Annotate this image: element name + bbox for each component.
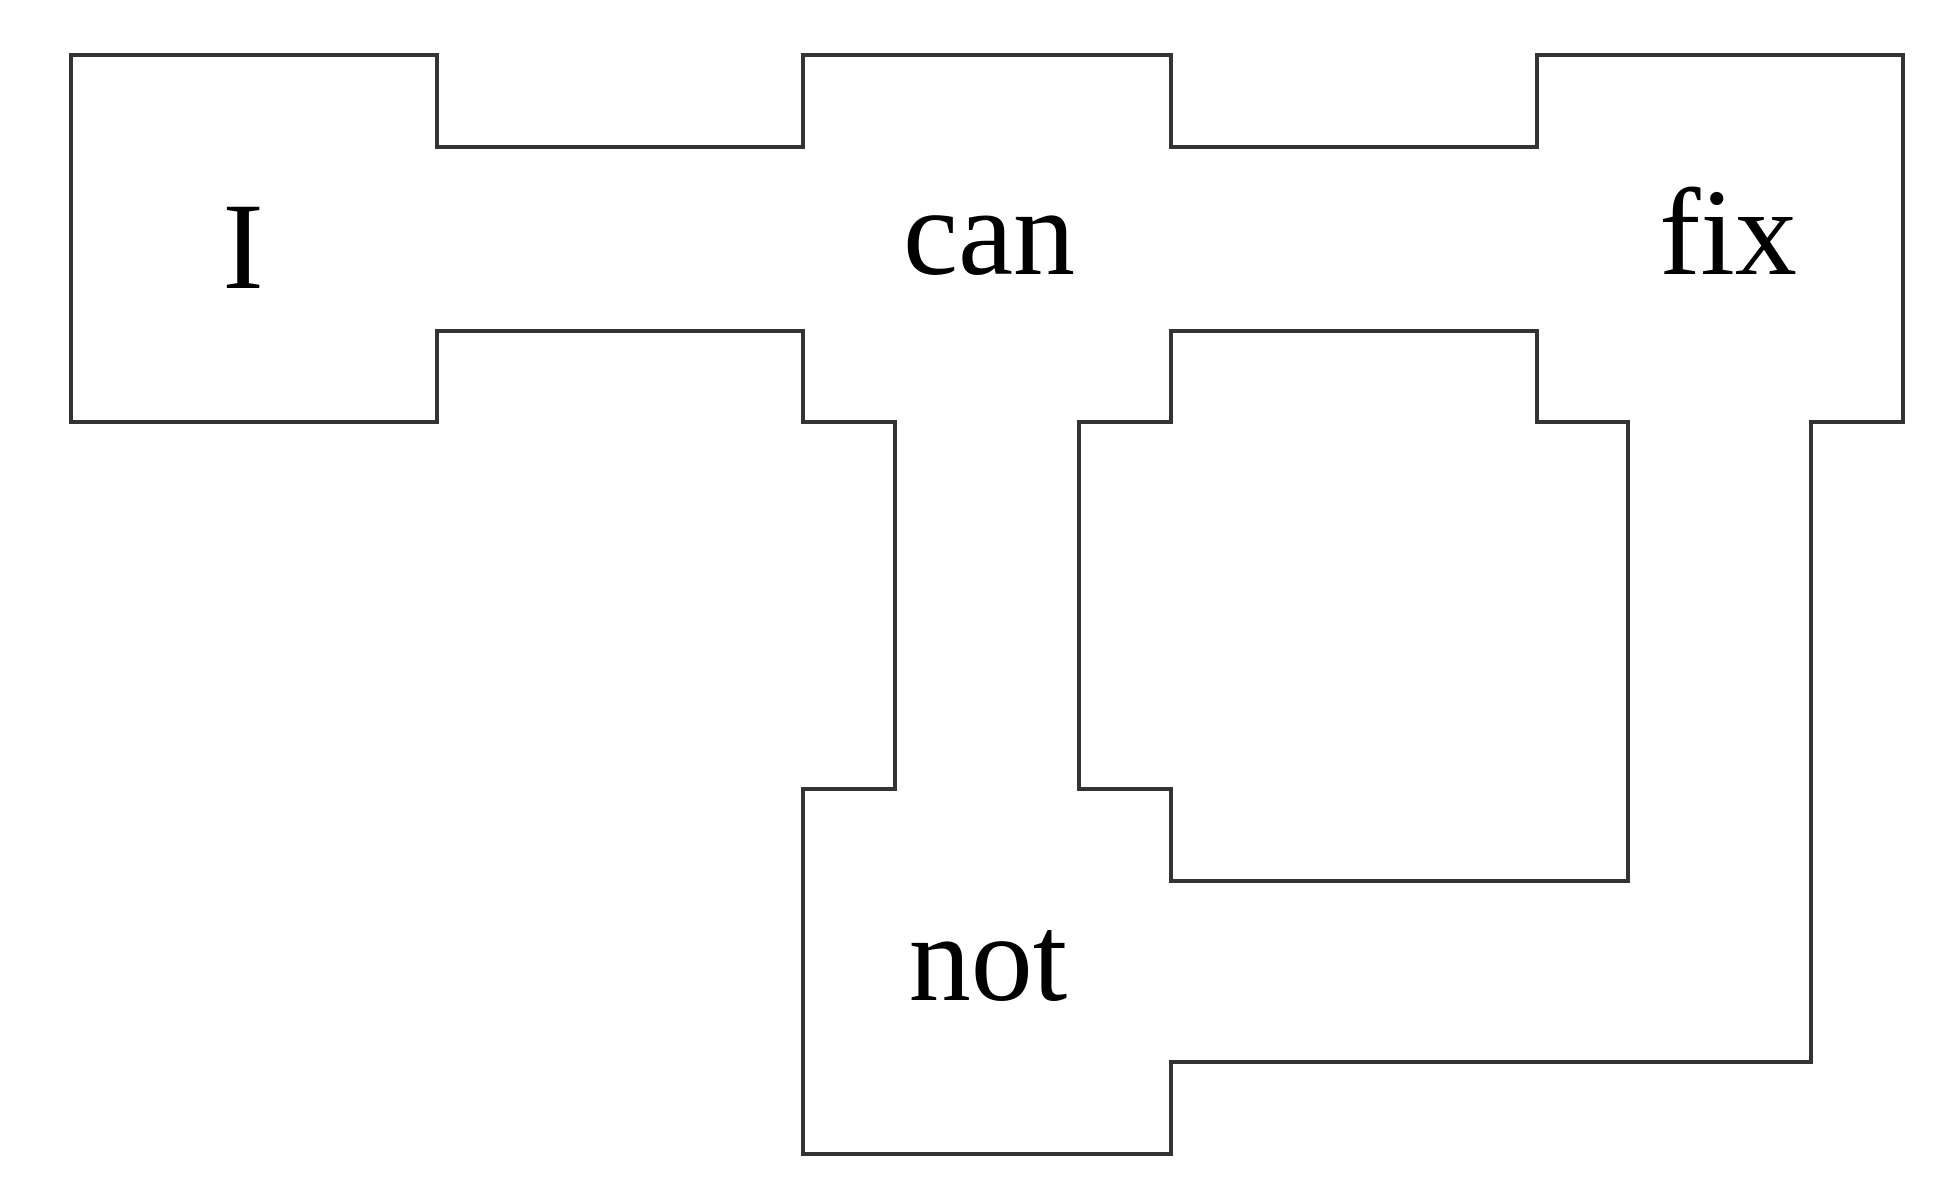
- word-fix: fix: [1659, 164, 1797, 301]
- word-not: not: [909, 890, 1067, 1027]
- word-i: I: [222, 178, 263, 315]
- word-can: can: [903, 164, 1075, 301]
- path-outer-outline: [69, 53, 1905, 1156]
- path-inner-outline: [1077, 329, 1630, 883]
